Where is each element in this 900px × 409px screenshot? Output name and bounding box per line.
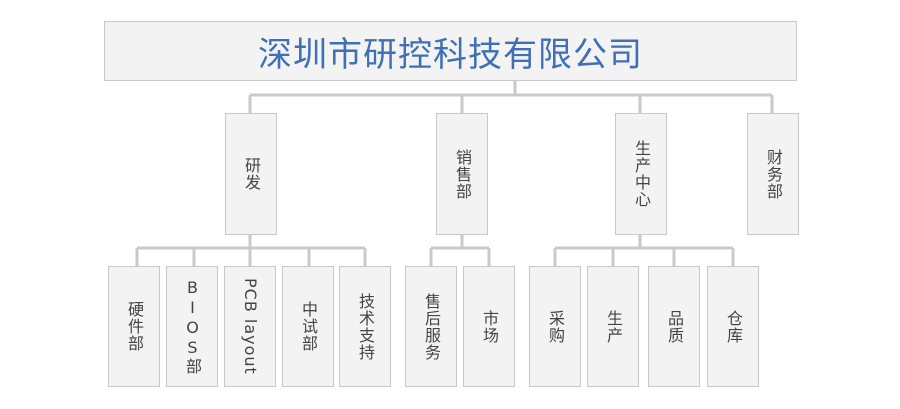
team-market: 市场 — [463, 266, 515, 387]
team-bios-label: BIOS部 — [183, 278, 202, 375]
team-market-label: 市场 — [480, 309, 499, 344]
team-purchasing-label: 采购 — [546, 309, 565, 344]
team-pilot-test-label: 中试部 — [299, 301, 318, 352]
team-tech-support-label: 技术支持 — [356, 292, 375, 361]
company-name: 深圳市研控科技有限公司 — [258, 34, 643, 75]
team-purchasing: 采购 — [529, 266, 581, 387]
dept-production: 生产中心 — [615, 113, 667, 235]
team-hardware: 硬件部 — [108, 266, 160, 387]
team-quality: 品质 — [648, 266, 700, 387]
company-title-box: 深圳市研控科技有限公司 — [104, 21, 797, 81]
dept-finance: 财务部 — [747, 113, 799, 235]
team-hardware-label: 硬件部 — [125, 301, 144, 352]
dept-sales-label: 销售部 — [453, 148, 472, 200]
team-pilot-test: 中试部 — [282, 266, 334, 387]
team-manufacturing-label: 生产 — [604, 309, 623, 344]
team-warehouse: 仓库 — [707, 266, 759, 387]
dept-production-label: 生产中心 — [632, 140, 651, 208]
team-tech-support: 技术支持 — [339, 266, 391, 387]
team-quality-label: 品质 — [665, 309, 684, 344]
dept-rd-label: 研发 — [242, 157, 261, 191]
team-after-sales-label: 售后服务 — [422, 292, 441, 361]
team-pcb-layout-label: PCB layout — [241, 278, 260, 375]
dept-rd: 研发 — [225, 113, 277, 235]
team-warehouse-label: 仓库 — [724, 309, 743, 344]
team-manufacturing: 生产 — [587, 266, 639, 387]
dept-sales: 销售部 — [436, 113, 488, 235]
team-bios: BIOS部 — [166, 266, 218, 387]
dept-finance-label: 财务部 — [764, 148, 783, 200]
team-after-sales: 售后服务 — [405, 266, 457, 387]
team-pcb-layout: PCB layout — [224, 266, 276, 387]
